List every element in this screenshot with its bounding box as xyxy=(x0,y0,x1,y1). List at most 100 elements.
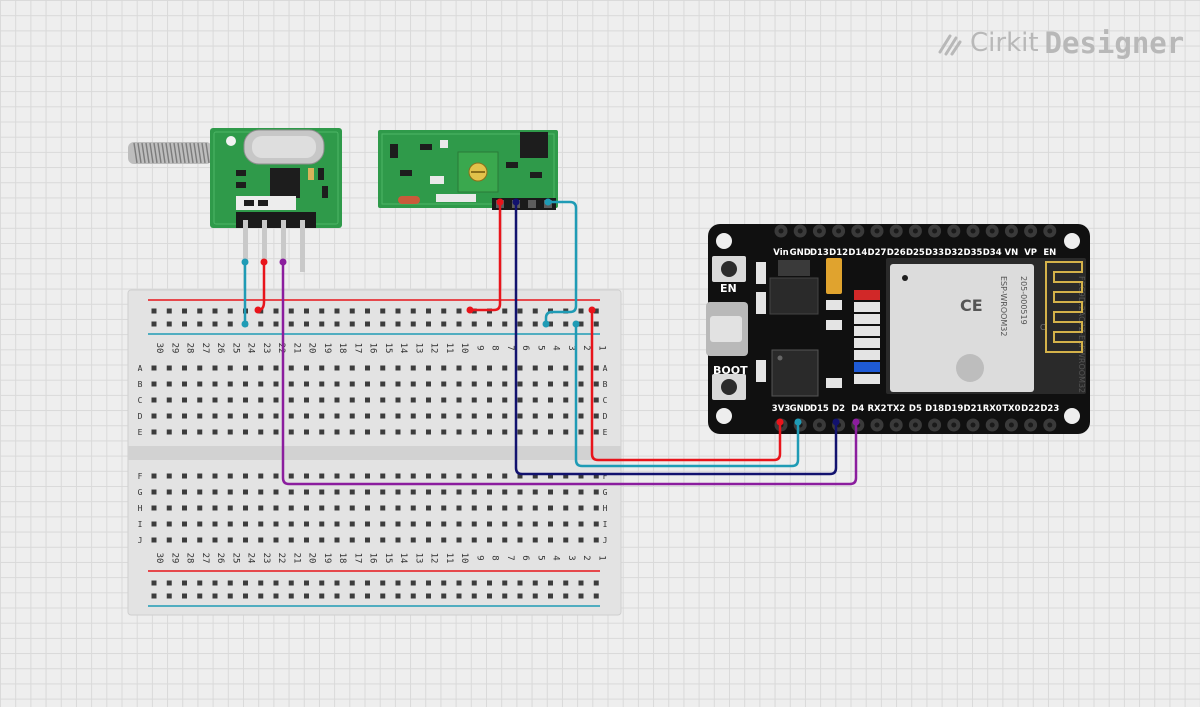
terminal-hole[interactable] xyxy=(151,505,157,511)
terminal-hole[interactable] xyxy=(563,489,569,495)
terminal-hole[interactable] xyxy=(349,473,355,479)
terminal-hole[interactable] xyxy=(441,429,447,435)
terminal-hole[interactable] xyxy=(212,397,218,403)
top-rail-hole[interactable] xyxy=(532,308,538,314)
terminal-hole[interactable] xyxy=(227,397,233,403)
bottom-rail-hole[interactable] xyxy=(258,593,264,599)
wire-endpoint[interactable] xyxy=(260,258,268,266)
terminal-hole[interactable] xyxy=(441,397,447,403)
terminal-hole[interactable] xyxy=(532,489,538,495)
terminal-hole[interactable] xyxy=(243,473,248,479)
terminal-hole[interactable] xyxy=(273,365,279,371)
terminal-hole[interactable] xyxy=(288,365,294,371)
receiver-gnd-wire[interactable] xyxy=(544,200,578,326)
terminal-hole[interactable] xyxy=(410,413,416,419)
terminal-hole[interactable] xyxy=(273,537,279,543)
terminal-hole[interactable] xyxy=(593,521,599,527)
bottom-rail-hole[interactable] xyxy=(212,580,218,586)
terminal-hole[interactable] xyxy=(578,473,584,479)
terminal-hole[interactable] xyxy=(243,521,248,527)
terminal-hole[interactable] xyxy=(441,489,447,495)
terminal-hole[interactable] xyxy=(395,473,401,479)
terminal-hole[interactable] xyxy=(349,365,355,371)
terminal-hole[interactable] xyxy=(212,413,218,419)
terminal-hole[interactable] xyxy=(365,473,370,479)
terminal-hole[interactable] xyxy=(517,429,523,435)
wire-endpoint[interactable] xyxy=(466,306,474,314)
wire-endpoint[interactable] xyxy=(794,418,802,426)
top-rail-hole[interactable] xyxy=(197,321,203,327)
terminal-hole[interactable] xyxy=(151,413,157,419)
terminal-hole[interactable] xyxy=(487,489,492,495)
terminal-hole[interactable] xyxy=(487,397,492,403)
bottom-rail-hole[interactable] xyxy=(197,580,203,586)
top-rail-hole[interactable] xyxy=(273,308,279,314)
terminal-hole[interactable] xyxy=(258,381,264,387)
boot-button[interactable] xyxy=(721,379,737,395)
wire-endpoint[interactable] xyxy=(544,198,552,206)
rf-transmitter-module[interactable] xyxy=(128,128,342,272)
top-rail-hole[interactable] xyxy=(548,321,553,327)
bottom-rail-hole[interactable] xyxy=(288,580,294,586)
terminal-hole[interactable] xyxy=(166,397,172,403)
top-rail-hole[interactable] xyxy=(182,308,187,314)
top-rail-hole[interactable] xyxy=(517,321,523,327)
terminal-hole[interactable] xyxy=(304,489,309,495)
bottom-rail-hole[interactable] xyxy=(273,593,279,599)
terminal-hole[interactable] xyxy=(227,489,233,495)
terminal-hole[interactable] xyxy=(456,381,462,387)
terminal-hole[interactable] xyxy=(380,365,386,371)
terminal-hole[interactable] xyxy=(319,537,325,543)
terminal-hole[interactable] xyxy=(548,429,553,435)
top-rail-hole[interactable] xyxy=(563,321,569,327)
terminal-hole[interactable] xyxy=(334,473,340,479)
terminal-hole[interactable] xyxy=(502,473,508,479)
terminal-hole[interactable] xyxy=(456,473,462,479)
bottom-rail-hole[interactable] xyxy=(319,580,325,586)
terminal-hole[interactable] xyxy=(334,489,340,495)
terminal-hole[interactable] xyxy=(334,537,340,543)
top-rail-hole[interactable] xyxy=(502,308,508,314)
top-rail-hole[interactable] xyxy=(227,308,233,314)
transmitter-data-wire[interactable] xyxy=(281,260,858,486)
terminal-hole[interactable] xyxy=(334,521,340,527)
terminal-hole[interactable] xyxy=(212,381,218,387)
bottom-rail-hole[interactable] xyxy=(410,580,416,586)
terminal-hole[interactable] xyxy=(182,505,187,511)
terminal-hole[interactable] xyxy=(471,537,477,543)
terminal-hole[interactable] xyxy=(365,381,370,387)
bottom-rail-hole[interactable] xyxy=(365,580,370,586)
terminal-hole[interactable] xyxy=(441,413,447,419)
terminal-hole[interactable] xyxy=(182,489,187,495)
terminal-hole[interactable] xyxy=(426,473,431,479)
terminal-hole[interactable] xyxy=(563,521,569,527)
terminal-hole[interactable] xyxy=(243,365,248,371)
terminal-hole[interactable] xyxy=(395,537,401,543)
bottom-rail-hole[interactable] xyxy=(166,593,172,599)
terminal-hole[interactable] xyxy=(441,473,447,479)
esp32-bottom-header[interactable] xyxy=(774,418,1057,432)
bottom-rail-hole[interactable] xyxy=(395,593,401,599)
terminal-hole[interactable] xyxy=(151,521,157,527)
terminal-hole[interactable] xyxy=(182,521,187,527)
terminal-hole[interactable] xyxy=(410,397,416,403)
terminal-hole[interactable] xyxy=(471,473,477,479)
terminal-hole[interactable] xyxy=(380,537,386,543)
terminal-hole[interactable] xyxy=(502,429,508,435)
top-rail-hole[interactable] xyxy=(395,321,401,327)
top-rail-hole[interactable] xyxy=(502,321,508,327)
terminal-hole[interactable] xyxy=(487,381,492,387)
terminal-hole[interactable] xyxy=(258,365,264,371)
terminal-hole[interactable] xyxy=(517,473,523,479)
top-rail-hole[interactable] xyxy=(456,321,462,327)
terminal-hole[interactable] xyxy=(365,521,370,527)
terminal-hole[interactable] xyxy=(532,473,538,479)
terminal-hole[interactable] xyxy=(334,429,340,435)
terminal-hole[interactable] xyxy=(548,537,553,543)
terminal-hole[interactable] xyxy=(395,365,401,371)
bottom-rail-hole[interactable] xyxy=(288,593,294,599)
wire-endpoint[interactable] xyxy=(512,198,520,206)
terminal-hole[interactable] xyxy=(441,505,447,511)
power-rail-gnd-wire[interactable] xyxy=(574,322,800,468)
